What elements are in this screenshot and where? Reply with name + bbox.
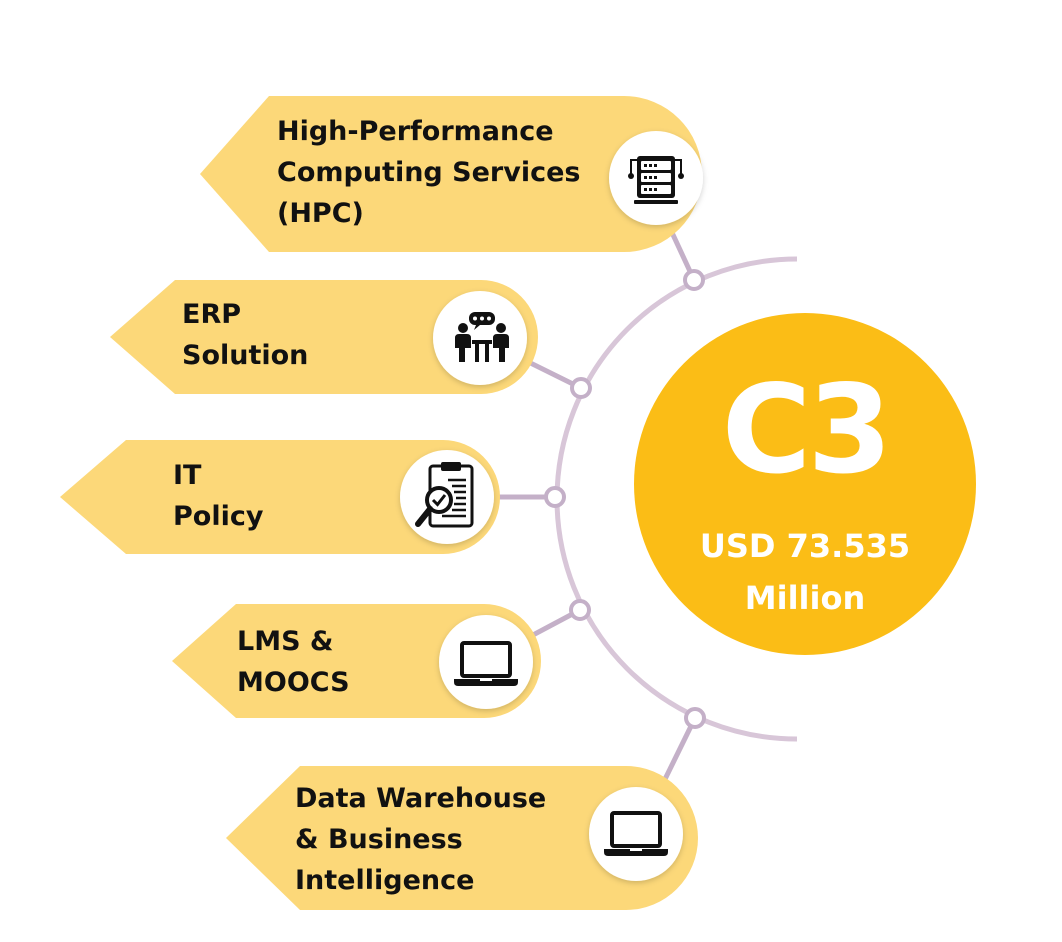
item-label-line: IT: [173, 460, 202, 491]
hub-value-line: Million: [744, 579, 866, 617]
item-label-line: Intelligence: [295, 865, 475, 896]
item-label-hpc: High-Performance Computing Services (HPC…: [277, 111, 580, 234]
item-label-erp: ERP Solution: [182, 294, 308, 376]
arc-node-5: [684, 707, 706, 729]
pill-shape-3: [60, 440, 500, 554]
item-label-line: MOOCS: [237, 667, 350, 698]
item-label-it-policy: IT Policy: [173, 455, 263, 537]
clipboard-magnifier-icon: [415, 462, 474, 528]
item-label-line: Computing Services: [277, 157, 581, 188]
icon-circle-5: [589, 787, 683, 881]
pill-shape-2: [110, 280, 538, 394]
server-rack-icon: [628, 156, 684, 204]
item-label-line: (HPC): [277, 198, 364, 229]
item-label-data-warehouse: Data Warehouse & Business Intelligence: [295, 778, 546, 901]
item-label-line: Data Warehouse: [295, 783, 547, 814]
laptop-icon: [454, 641, 518, 686]
pill-shape-5: [226, 766, 698, 910]
item-label-line: High-Performance: [277, 116, 554, 147]
arc-node-3: [544, 486, 566, 508]
item-label-line: Solution: [182, 340, 309, 371]
arc-node-4: [569, 599, 591, 621]
hub-value: USD 73.535 Million: [634, 520, 976, 624]
meeting-people-icon: [455, 312, 509, 362]
item-label-line: Policy: [173, 501, 264, 532]
arc-node-2: [570, 377, 592, 399]
item-label-line: ERP: [182, 299, 242, 330]
hub-title: C3: [721, 359, 892, 501]
pill-shape-1: [200, 96, 702, 252]
item-label-lms: LMS & MOOCS: [237, 621, 350, 703]
hub-circle: C3 USD 73.535 Million: [634, 313, 976, 655]
arc-node-1: [683, 269, 705, 291]
item-label-line: LMS &: [237, 626, 334, 657]
laptop-icon: [604, 811, 668, 856]
item-label-line: & Business: [295, 824, 463, 855]
hub-value-line: USD 73.535: [699, 527, 911, 565]
